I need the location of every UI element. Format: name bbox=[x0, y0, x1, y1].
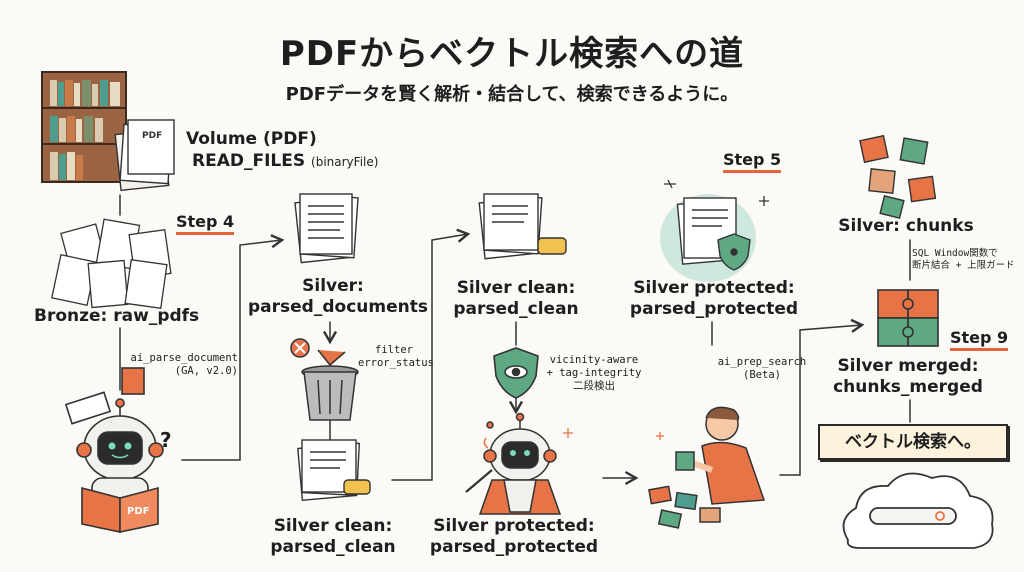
silver-protected-top-label: Silver protected: parsed_protected bbox=[624, 278, 804, 320]
silver-protected-bottom-line2: parsed_protected bbox=[429, 537, 599, 557]
silver-clean-bottom-line2: parsed_clean bbox=[270, 537, 396, 557]
read-files-sub: (binaryFile) bbox=[311, 155, 379, 169]
sql-window-line2: 断片結合 + 上限ガード bbox=[912, 260, 1015, 271]
silver-clean-top-label: Silver clean: parsed_clean bbox=[446, 278, 586, 320]
volume-title: Volume (PDF) bbox=[186, 129, 317, 149]
silver-protected-bottom-label: Silver protected: parsed_protected bbox=[424, 516, 604, 558]
shield-eye-icon bbox=[493, 347, 539, 399]
step-4-badge: Step 4 bbox=[176, 212, 235, 235]
silver-parsed-line1: Silver: bbox=[302, 276, 364, 296]
scattered-pdfs-icon bbox=[51, 218, 172, 310]
arrow-to-merged bbox=[779, 318, 865, 476]
vicinity-line1: vicinity-aware bbox=[549, 354, 639, 366]
parse-func-line1: ai_parse_document bbox=[130, 352, 238, 364]
prep-search-label: ai_prep_search (Beta) bbox=[716, 356, 808, 382]
silver-protected-top-line1: Silver protected: bbox=[633, 278, 795, 298]
silver-clean-bottom-label: Silver clean: parsed_clean bbox=[258, 516, 408, 558]
step-9-badge: Step 9 bbox=[950, 328, 1009, 351]
prep-search-line2: (Beta) bbox=[743, 369, 781, 381]
protected-documents-icon bbox=[660, 194, 756, 282]
filter-line1: filter bbox=[375, 344, 413, 356]
sql-window-label: SQL Window関数で 断片結合 + 上限ガード bbox=[912, 248, 1015, 272]
sql-window-line1: SQL Window関数で bbox=[912, 248, 998, 259]
page-title: PDFからベクトル検索への道 bbox=[279, 34, 745, 74]
filter-line2: error_status bbox=[358, 357, 434, 369]
silver-clean-top-line2: parsed_clean bbox=[453, 299, 579, 319]
page-subtitle: PDFデータを賢く解析・結合して、検索できるように。 bbox=[285, 84, 739, 105]
silver-clean-bottom-line1: Silver clean: bbox=[273, 516, 393, 536]
prep-search-line1: ai_prep_search bbox=[717, 356, 807, 368]
robot-book-label: PDF bbox=[127, 506, 149, 517]
silver-merged-line1: Silver merged: bbox=[837, 356, 979, 376]
silver-merged-line2: chunks_merged bbox=[833, 377, 983, 397]
pdf-stack-icon bbox=[114, 119, 175, 192]
puzzle-pieces-icon bbox=[859, 134, 937, 220]
person-puzzle-icon bbox=[648, 406, 766, 529]
arrow-to-silver-clean-top bbox=[391, 228, 471, 481]
trash-bin-icon bbox=[290, 338, 359, 421]
vicinity-line2: + tag-integrity bbox=[546, 367, 642, 379]
vicinity-line3: 二段検出 bbox=[573, 380, 615, 392]
arrow-to-silver-parsed bbox=[181, 234, 285, 461]
vector-search-banner: ベクトル検索へ。 bbox=[818, 424, 1008, 460]
silver-protected-top-line2: parsed_protected bbox=[629, 299, 799, 319]
silver-merged-label: Silver merged: chunks_merged bbox=[828, 356, 988, 398]
cloud-search-icon bbox=[842, 472, 994, 549]
silver-parsed-label: Silver: parsed_documents bbox=[248, 276, 428, 318]
parse-func-label: ai_parse_document (GA, v2.0) bbox=[126, 352, 238, 378]
question-mark: ? bbox=[160, 428, 172, 452]
silver-parsed-line2: parsed_documents bbox=[248, 297, 428, 317]
document-stack-icon bbox=[294, 193, 359, 264]
filter-label: filter error_status bbox=[358, 344, 434, 370]
read-files-label: READ_FILES bbox=[192, 151, 306, 171]
clean-documents-icon bbox=[297, 439, 371, 502]
robot-reader-icon bbox=[64, 367, 164, 533]
silver-protected-bottom-line1: Silver protected: bbox=[433, 516, 595, 536]
wizard-robot-icon bbox=[465, 412, 562, 515]
merged-puzzle-icon bbox=[877, 289, 939, 347]
silver-clean-top-line1: Silver clean: bbox=[456, 278, 576, 298]
bronze-label: Bronze: raw_pdfs bbox=[34, 306, 200, 326]
vicinity-label: vicinity-aware + tag-integrity 二段検出 bbox=[546, 354, 642, 393]
pdf-stack-label: PDF bbox=[142, 131, 162, 141]
sparkle-icons bbox=[563, 179, 769, 440]
clean-documents-top-icon bbox=[478, 193, 567, 260]
bookshelf-icon bbox=[41, 71, 127, 183]
parse-func-line2: (GA, v2.0) bbox=[174, 365, 238, 377]
silver-chunks-label: Silver: chunks bbox=[838, 216, 974, 236]
step-5-badge: Step 5 bbox=[723, 150, 782, 173]
volume-read: READ_FILES (binaryFile) bbox=[192, 151, 378, 173]
